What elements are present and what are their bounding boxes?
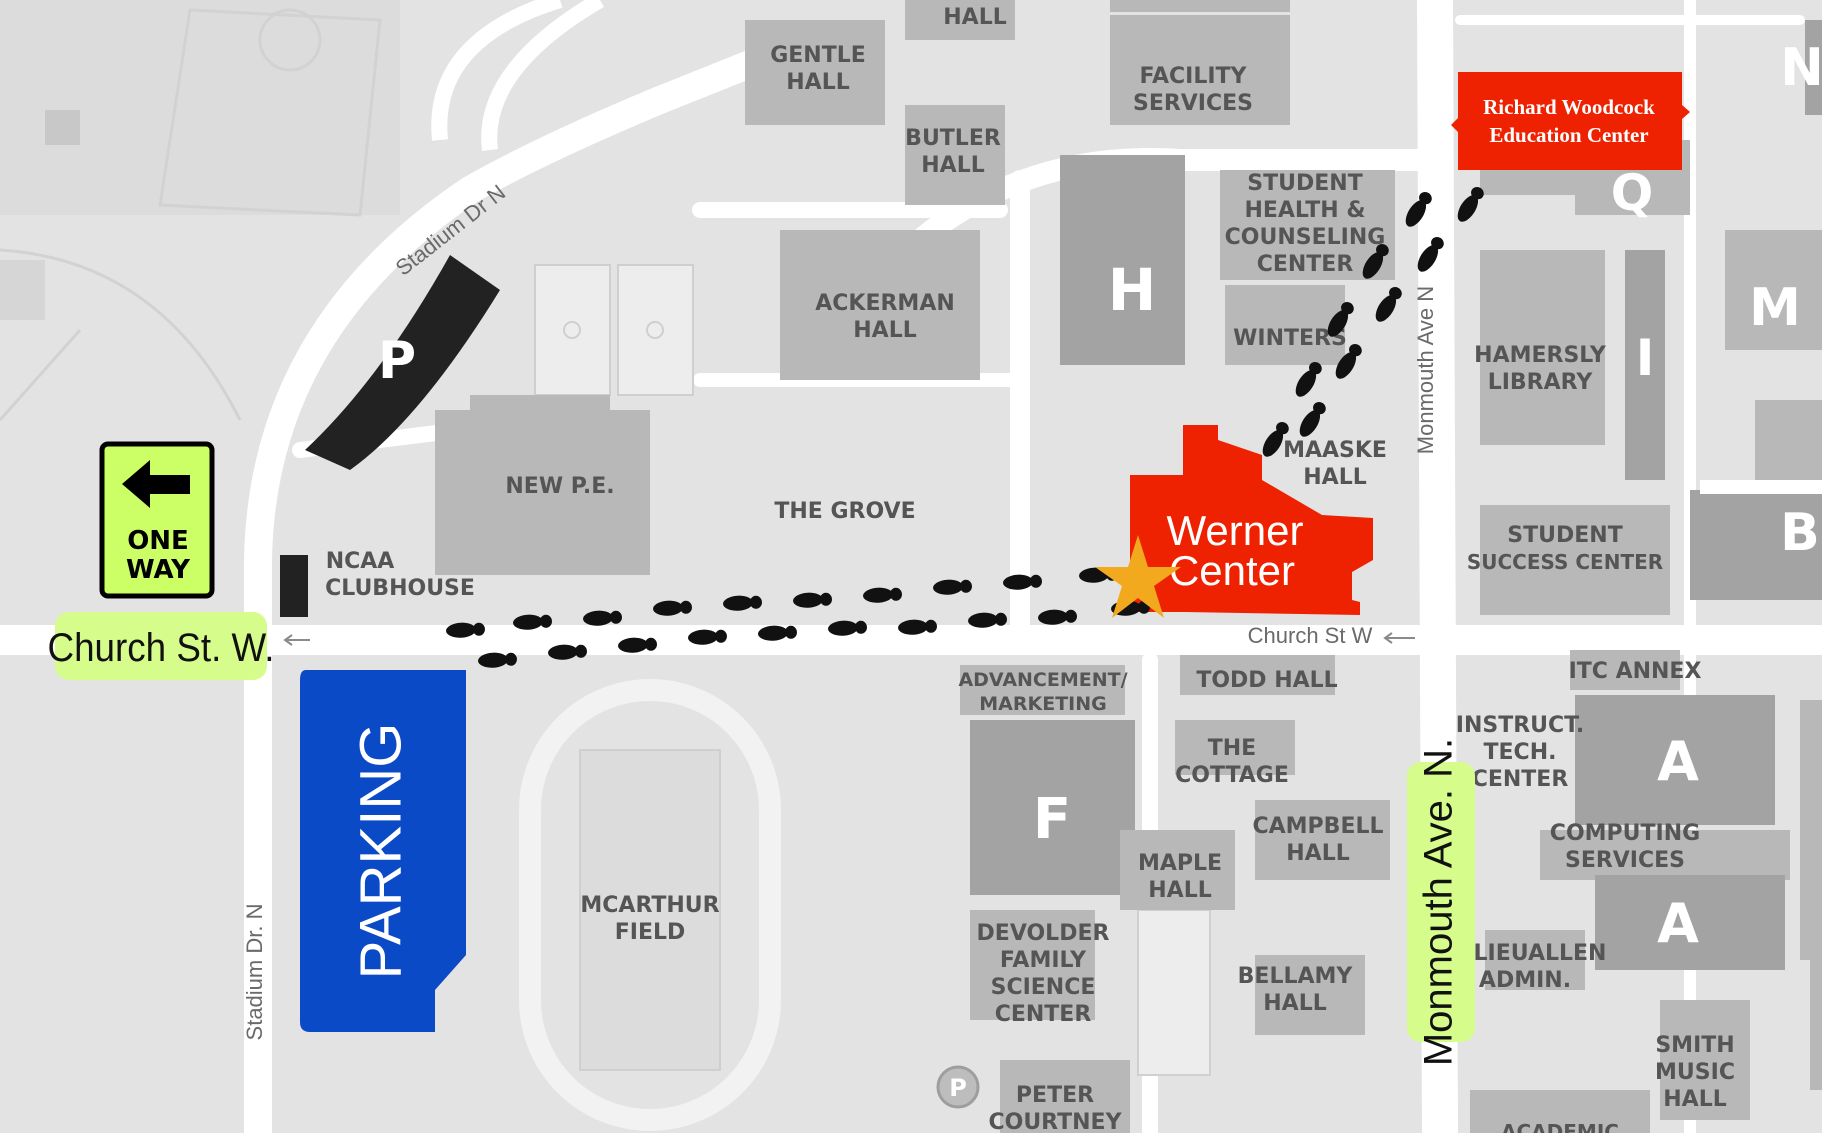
building-letter-b: B <box>1780 503 1820 563</box>
building-label: MAPLE <box>1138 851 1222 876</box>
building-label: CAMPBELL <box>1252 814 1383 839</box>
building-label: MAASKE <box>1283 438 1387 463</box>
church-street-tag: Church St. W. <box>48 612 275 680</box>
svg-text:Werner: Werner <box>1167 507 1304 554</box>
building-label: SERVICES <box>1565 848 1685 873</box>
building-label: CLUBHOUSE <box>325 576 475 601</box>
building-label: SUCCESS CENTER <box>1467 550 1663 574</box>
building-letter-n: N <box>1780 38 1822 98</box>
building-letter-m: M <box>1749 278 1801 338</box>
building-letter-q: Q <box>1611 164 1654 222</box>
building-label: ADMIN. <box>1479 968 1571 993</box>
building-label: TODD HALL <box>1196 668 1337 693</box>
building-label: STUDENT <box>1247 171 1362 196</box>
building-label: COTTAGE <box>1175 763 1289 788</box>
building-label: HALL <box>1663 1087 1726 1112</box>
building-label: ACADEMIC <box>1501 1120 1619 1140</box>
building-label: FAMILY <box>1000 948 1087 973</box>
tennis-courts <box>1137 909 1211 1076</box>
building-label: MARKETING <box>979 693 1106 715</box>
building-label: FIELD <box>615 920 686 945</box>
svg-text:ONE: ONE <box>127 526 189 556</box>
building-label: CENTER <box>995 1002 1092 1027</box>
building-label: HALL <box>786 70 849 95</box>
running-track <box>519 679 781 1131</box>
building-letter-i: I <box>1636 329 1655 387</box>
building-labels: HALL GENTLE HALL FACILITY SERVICES BUTLE… <box>325 5 1735 1140</box>
monmouth-street-tag: Monmouth Ave. N. <box>1407 738 1475 1066</box>
star-icon <box>1095 535 1181 618</box>
building-label: ITC ANNEX <box>1569 659 1702 684</box>
stadium-curves <box>431 0 605 151</box>
building-label: LIEUALLEN <box>1474 941 1607 966</box>
building-label: COURTNEY <box>988 1110 1122 1135</box>
basketball-courts <box>534 264 694 396</box>
parking-circle-icon: P <box>936 1065 980 1109</box>
arrow-left-icon <box>122 460 190 508</box>
building-label: FACILITY <box>1139 64 1247 89</box>
parking-lot-label: PARKING <box>348 723 413 980</box>
building-label: MCARTHUR <box>580 893 719 918</box>
building-label: HALL <box>943 5 1006 30</box>
street-label-stadium-lower: Stadium Dr. N <box>242 904 267 1041</box>
building-label: SCIENCE <box>991 975 1096 1000</box>
building-label: PETER <box>1016 1083 1094 1108</box>
building-letter-a: A <box>1657 892 1699 955</box>
svg-text:Richard Woodcock: Richard Woodcock <box>1483 95 1655 119</box>
svg-text:Education Center: Education Center <box>1489 123 1648 147</box>
building-label: HAMERSLY <box>1474 343 1607 368</box>
building-label: COUNSELING <box>1225 225 1386 250</box>
arrow-left-icon <box>1383 632 1415 644</box>
svg-text:Monmouth Ave. N.: Monmouth Ave. N. <box>1417 738 1461 1066</box>
building-label: GENTLE <box>770 43 866 68</box>
building-letter-a: A <box>1657 730 1699 793</box>
building-label: ACKERMAN <box>815 291 955 316</box>
building-label: HEALTH & <box>1244 198 1365 223</box>
building-label: SMITH <box>1655 1033 1734 1058</box>
svg-text:Church St. W.: Church St. W. <box>48 626 275 671</box>
building-label: HALL <box>1303 465 1366 490</box>
parking-lot: PARKING <box>300 670 466 1032</box>
building-label: HALL <box>1263 991 1326 1016</box>
building-label: SERVICES <box>1133 91 1253 116</box>
building-label: BUTLER <box>905 126 1001 151</box>
building-label: CENTER <box>1257 252 1354 277</box>
svg-text:P: P <box>949 1074 967 1102</box>
building-label: LIBRARY <box>1488 370 1594 395</box>
street-label-church: Church St W <box>1248 623 1373 648</box>
building-label: TECH. <box>1484 740 1557 765</box>
svg-text:P: P <box>378 331 416 391</box>
bottom-band <box>0 1133 1822 1140</box>
building-label: CENTER <box>1472 767 1569 792</box>
building-label: ADVANCEMENT/ <box>958 669 1127 691</box>
building-label: BELLAMY <box>1238 964 1354 989</box>
building-letter-h: H <box>1108 256 1157 324</box>
buildings <box>280 0 1822 1133</box>
werner-center: Werner Center <box>1130 425 1373 615</box>
one-way-sign: ONE WAY <box>99 441 215 599</box>
building-label: COMPUTING <box>1550 821 1700 846</box>
building-label: NCAA <box>326 549 395 574</box>
arrow-left-icon <box>283 634 310 646</box>
svg-text:Center: Center <box>1169 547 1295 594</box>
woodcock-center: Richard Woodcock Education Center <box>1451 72 1690 170</box>
svg-text:WAY: WAY <box>126 555 191 585</box>
building-label: DEVOLDER <box>977 921 1110 946</box>
building-label: HALL <box>1148 878 1211 903</box>
building-label: STUDENT <box>1507 523 1622 548</box>
building-label: HALL <box>921 153 984 178</box>
building-letters: H F Q I M B N A A <box>1033 38 1822 955</box>
building-label: NEW P.E. <box>505 474 614 499</box>
building-label: HALL <box>1286 841 1349 866</box>
building-label: HALL <box>853 318 916 343</box>
building-label: INSTRUCT. <box>1456 713 1584 738</box>
building-label: THE GROVE <box>774 499 915 524</box>
building-label: MUSIC <box>1655 1060 1735 1085</box>
parking-garage-p: P <box>305 255 500 470</box>
street-label-monmouth: Monmouth Ave N <box>1413 286 1438 454</box>
athletic-fields <box>0 0 400 421</box>
building-letter-f: F <box>1033 787 1071 852</box>
building-label: THE <box>1208 736 1256 761</box>
